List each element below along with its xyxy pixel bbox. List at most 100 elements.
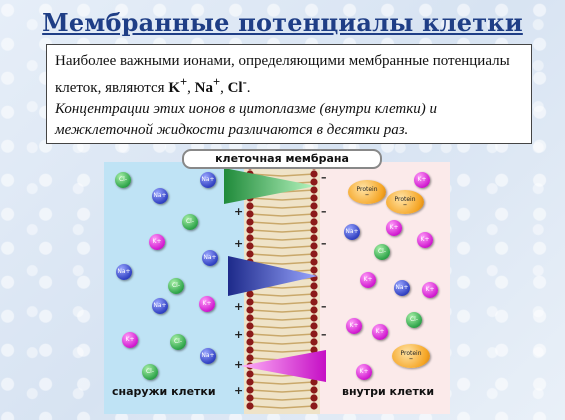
na-ion: Na+: [200, 348, 216, 364]
lipid-tail: [281, 333, 315, 337]
lipid-head: [310, 330, 318, 338]
ion-na-charge: +: [212, 75, 221, 89]
ion-cl: Cl-: [228, 75, 247, 96]
main-statement: Наиболее важными ионами, определяющими м…: [55, 51, 523, 99]
separator: ,: [220, 80, 228, 96]
lipid-tail: [249, 325, 283, 329]
lipid-head: [310, 210, 318, 218]
negative-charge: –: [321, 300, 327, 313]
concentration-note: Концентрации этих ионов в цитоплазме (вн…: [55, 101, 437, 138]
lipid-head: [246, 290, 254, 298]
cl-ion: Cl-: [168, 278, 184, 294]
lipid-head: [246, 218, 254, 226]
protein-label: Protein: [394, 196, 416, 203]
positive-charge: +: [234, 328, 244, 341]
k-ion: K+: [386, 220, 402, 236]
membrane-diagram: клеточная мембрана Cl- Na+ Na+ Cl- K+ Na…: [104, 149, 450, 414]
lipid-head: [310, 394, 318, 402]
lipid-head: [246, 314, 254, 322]
negative-charge: –: [321, 328, 327, 341]
cl-ion: Cl-: [170, 334, 186, 350]
na-ion: Na+: [344, 224, 360, 240]
lipid-tail: [281, 325, 315, 329]
k-ion: K+: [149, 234, 165, 250]
protein-anion: Protein–: [392, 344, 430, 368]
lipid-tail: [281, 301, 315, 305]
na-ion: Na+: [394, 280, 410, 296]
cl-ion: Cl-: [142, 364, 158, 380]
outside-label: снаружи клетки: [112, 385, 216, 398]
lipid-tail: [281, 253, 315, 257]
protein-charge: –: [365, 190, 369, 199]
lipid-head: [310, 346, 318, 354]
lipid-tail: [249, 229, 283, 233]
lipid-head: [310, 298, 318, 306]
lipid-tail: [281, 229, 315, 233]
na-ion: Na+: [200, 172, 216, 188]
protein-anion: Protein–: [348, 180, 386, 204]
lipid-tail: [281, 405, 315, 409]
lipid-tail: [249, 333, 283, 337]
cl-ion: Cl-: [115, 172, 131, 188]
negative-charge: –: [321, 171, 327, 184]
na-ion: Na+: [152, 188, 168, 204]
ion-k-symbol: K: [168, 80, 180, 96]
lipid-tail: [249, 205, 283, 209]
lipid-tail: [281, 317, 315, 321]
lipid-head: [310, 386, 318, 394]
cl-ion: Cl-: [374, 244, 390, 260]
k-gradient-arrow: [240, 350, 326, 382]
k-ion: K+: [417, 232, 433, 248]
lipid-head: [246, 210, 254, 218]
lipid-head: [310, 178, 318, 186]
lipid-tail: [281, 381, 315, 385]
ion-k-charge: +: [179, 75, 188, 89]
protein-charge: –: [403, 200, 407, 209]
protein-label: Protein: [400, 350, 422, 357]
lipid-head: [310, 402, 318, 410]
lipid-tail: [249, 349, 283, 353]
lipid-head: [246, 202, 254, 210]
lipid-tail: [249, 389, 283, 393]
lipid-tail: [249, 197, 283, 201]
na-ion: Na+: [202, 250, 218, 266]
lipid-head: [246, 386, 254, 394]
lipid-head: [310, 226, 318, 234]
lipid-tail: [249, 309, 283, 313]
lipid-head: [246, 322, 254, 330]
k-ion: K+: [360, 272, 376, 288]
k-ion: K+: [422, 282, 438, 298]
lipid-tail: [281, 341, 315, 345]
lipid-tail: [249, 213, 283, 217]
lipid-head: [310, 266, 318, 274]
positive-charge: +: [234, 384, 244, 397]
protein-charge: –: [409, 354, 413, 363]
positive-charge: +: [234, 300, 244, 313]
lipid-head: [310, 250, 318, 258]
k-ion: K+: [122, 332, 138, 348]
na-ion: Na+: [152, 298, 168, 314]
positive-charge: +: [234, 358, 244, 371]
protein-label: Protein: [356, 186, 378, 193]
lipid-tail: [281, 197, 315, 201]
na-ion: Na+: [116, 264, 132, 280]
lipid-head: [246, 242, 254, 250]
lipid-tail: [249, 405, 283, 409]
membrane-label: клеточная мембрана: [182, 149, 382, 169]
na-gradient-arrow: [228, 256, 318, 296]
lipid-tail: [281, 389, 315, 393]
negative-charge: –: [321, 205, 327, 218]
lipid-head: [246, 330, 254, 338]
lipid-tail: [281, 237, 315, 241]
lipid-tail: [249, 317, 283, 321]
positive-charge: +: [234, 237, 244, 250]
lipid-tail: [249, 397, 283, 401]
lipid-head: [246, 226, 254, 234]
lipid-head: [246, 250, 254, 258]
lipid-head: [310, 290, 318, 298]
lipid-head: [246, 402, 254, 410]
k-ion: K+: [414, 172, 430, 188]
ion-na: Na+: [195, 75, 220, 96]
lipid-tail: [249, 221, 283, 225]
lipid-head: [246, 338, 254, 346]
